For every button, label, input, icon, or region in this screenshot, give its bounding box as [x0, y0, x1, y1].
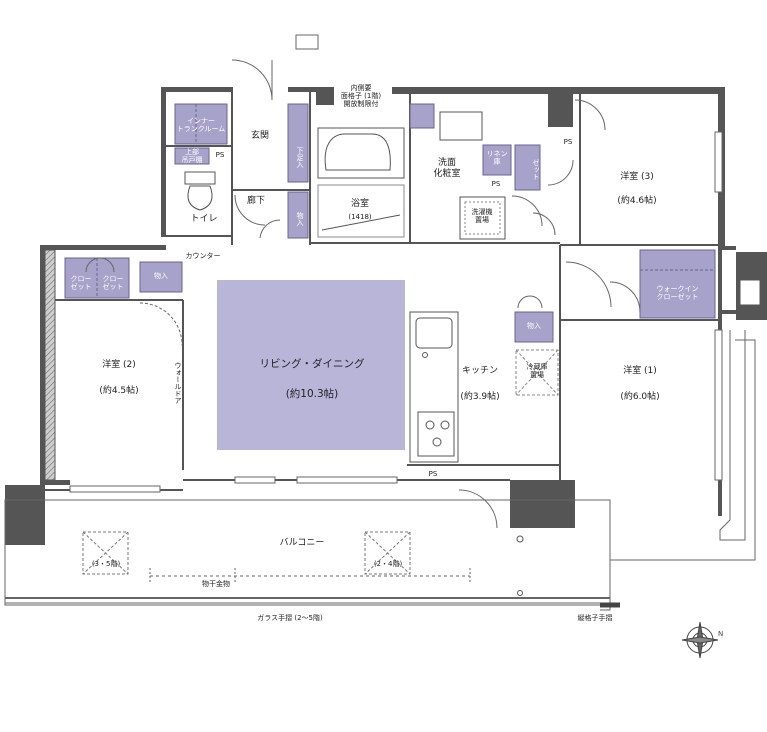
balcony-name: バルコニー [279, 538, 325, 548]
kitchen-sink [409, 311, 459, 463]
floors-35-label: (3・5階) [91, 560, 121, 568]
hallway-name: 廊下 [246, 196, 265, 206]
kitchen-storage-label: 物入 [527, 322, 541, 330]
wash-basin [439, 111, 483, 141]
glass-railing-label: ガラス手摺 (2〜5階) [257, 614, 323, 622]
drain-boxes [82, 531, 411, 575]
western1-name: 洋室 (1) [623, 366, 657, 376]
bath-name: 浴室 [350, 199, 369, 209]
ps-label-1: PS [215, 151, 225, 159]
western3-name: 洋室 (3) [620, 172, 654, 182]
bath-size: (1418) [348, 213, 372, 221]
hatched-wall-left [44, 249, 56, 481]
closet-b-label: クロー ゼット [102, 275, 124, 291]
walldoor-label: ウォールドア [174, 361, 182, 404]
lattice-railing-label: 縦格子手摺 [577, 614, 613, 622]
floors-24-label: (2・4階) [373, 560, 403, 568]
living-area-fill [217, 280, 405, 450]
lattice-note: 内側要 面格子 (1階) 開放制限付 [340, 84, 382, 108]
washing-machine-area [459, 196, 506, 240]
right-pillar [510, 480, 575, 528]
counter-label: カウンター [185, 252, 221, 260]
ps-label-3: PS [563, 138, 573, 146]
entrance-name: 玄関 [250, 131, 269, 141]
door-swings [85, 59, 641, 529]
ps-label-4: PS [428, 470, 438, 478]
inner-trunk-label: インナー トランクルーム [176, 117, 226, 133]
compass-icon: N [681, 621, 723, 659]
drying-hardware-label: 物干金物 [202, 580, 230, 588]
drain-circle [516, 535, 524, 543]
closet-w3-label: クロー ゼット [532, 158, 548, 180]
left-pillar [5, 485, 45, 545]
shoe-storage-label: 下足入 [296, 147, 304, 168]
western3-size: (約4.6帖) [617, 196, 657, 206]
washroom-name: 洗面 化粧室 [433, 158, 461, 179]
living-size: (約10.3帖) [285, 388, 339, 400]
svg-text:N: N [718, 630, 723, 638]
closet-a-label: クロー ゼット [70, 275, 92, 291]
walkin-closet-label: ウォークイン クローゼット [656, 285, 699, 301]
upper-cabinet-label: 上部 吊戸棚 [181, 148, 203, 164]
fridge-label: 冷蔵庫 置場 [526, 363, 548, 379]
toilet-name: トイレ [190, 214, 218, 224]
toilet-fixture [184, 171, 216, 211]
fridge-area [515, 349, 559, 396]
washing-machine-label: 洗濯機 置場 [471, 208, 493, 224]
bathtub [317, 127, 405, 238]
windows [69, 34, 723, 493]
western2-size: (約4.5帖) [99, 386, 139, 396]
linen-label: リネン 庫 [486, 150, 508, 166]
western1-size: (約6.0帖) [620, 392, 660, 402]
kitchen-name: キッチン [461, 366, 498, 376]
living-name: リビング・ダイニング [259, 358, 365, 370]
w2-storage-label: 物入 [154, 272, 168, 280]
hall-storage-label: 物入 [296, 212, 304, 226]
western2-name: 洋室 (2) [102, 360, 136, 370]
kitchen-size: (約3.9帖) [460, 392, 500, 402]
balcony-outline [4, 330, 756, 611]
ps-label-2: PS [491, 180, 501, 188]
